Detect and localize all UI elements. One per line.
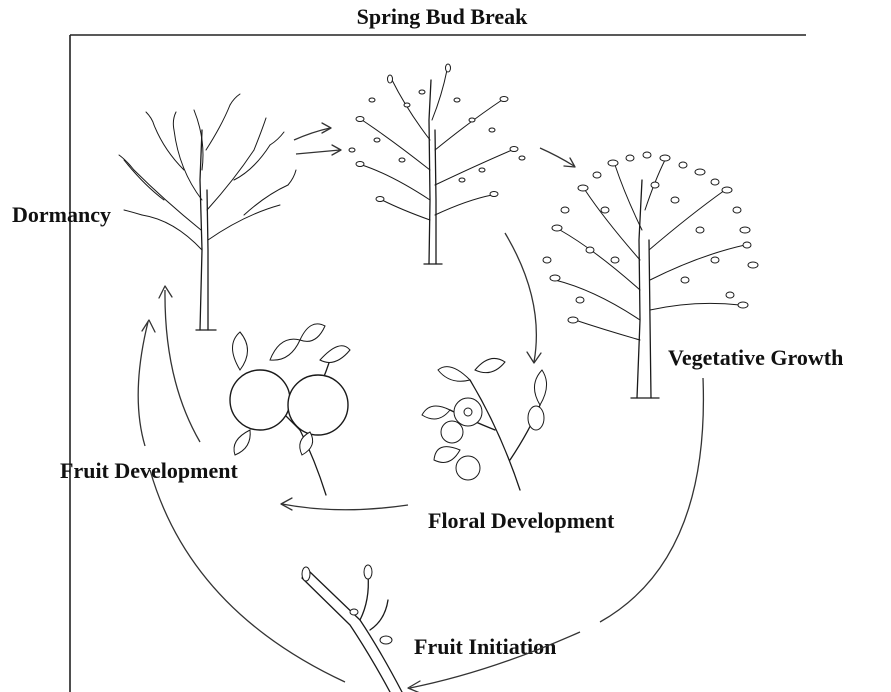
blossom-3 <box>456 456 480 480</box>
label-floral-development: Floral Development <box>428 508 615 533</box>
arrow-initiation-to-dormancy <box>138 320 345 682</box>
blossom-bud <box>528 406 544 430</box>
twig-icon <box>302 565 402 692</box>
label-dormancy: Dormancy <box>12 202 111 227</box>
arrow-floral-to-fruitdev <box>281 498 408 510</box>
label-fruit-development: Fruit Development <box>60 458 238 483</box>
blossom-1 <box>454 398 482 426</box>
arrow-budbreak-to-floral <box>505 233 541 363</box>
arrow-budbreak-to-vegetative <box>540 148 575 167</box>
label-spring-bud-break: Spring Bud Break <box>357 4 529 29</box>
blossom-2 <box>441 421 463 443</box>
label-vegetative-growth: Vegetative Growth <box>668 345 843 370</box>
foliage-cluster <box>543 152 758 323</box>
label-fruit-initiation: Fruit Initiation <box>414 634 556 659</box>
twig-bud-1 <box>302 567 310 581</box>
twig-bud-4 <box>350 609 358 615</box>
arrow-dormancy-to-budbreak <box>294 123 341 155</box>
fruit-2 <box>288 375 348 435</box>
twig-bud-2 <box>364 565 372 579</box>
cycle-arrows <box>138 123 703 692</box>
flower-branch-icon <box>422 358 547 490</box>
fruit-1 <box>230 370 290 430</box>
bud-cluster <box>349 64 525 202</box>
arrow-fruitdev-to-dormancy <box>159 286 200 442</box>
twig-bud-3 <box>380 636 392 644</box>
fruit-branch-icon <box>230 324 350 495</box>
budding-tree-icon <box>349 64 525 264</box>
bare-tree-icon <box>119 94 296 330</box>
